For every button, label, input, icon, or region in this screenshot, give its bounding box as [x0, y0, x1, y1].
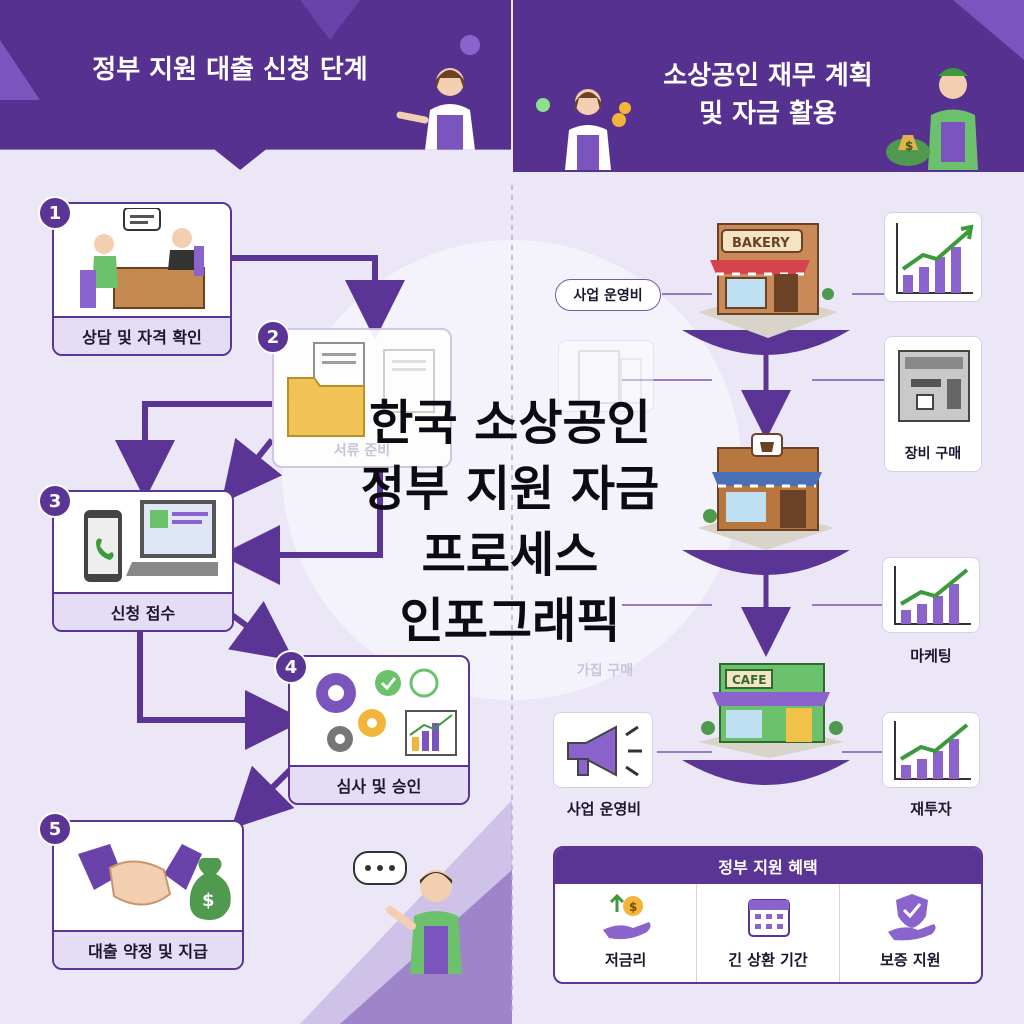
consultation-icon	[80, 208, 205, 309]
cafe-shop-icon: CAFE	[698, 663, 844, 758]
left-banner: 정부 지원 대출 신청 단계	[0, 0, 511, 170]
handshake-money-icon: $	[78, 844, 231, 920]
ghost-doc-tile	[558, 340, 654, 412]
svg-text:$: $	[202, 890, 215, 911]
coffee-shop-icon	[698, 433, 834, 550]
banner-shapes	[0, 0, 480, 100]
usage-equipment-ghost-label: 가집 구매	[576, 663, 634, 679]
growth-chart-tile-3	[882, 712, 980, 788]
step-card-2[interactable]: 서류 준비	[272, 328, 452, 468]
step-4-badge: 4	[274, 650, 308, 684]
equipment-tile[interactable]: 장비 구매	[884, 336, 982, 472]
step-4-label: 심사 및 승인	[290, 765, 468, 803]
benefit-low-interest-label: 저금리	[604, 951, 647, 969]
center-title-line-2: 정부 지원 자금	[360, 461, 660, 517]
presenter-woman-icon	[396, 68, 475, 150]
espresso-machine-icon	[898, 350, 970, 422]
step-3-badge: 3	[38, 484, 72, 518]
benefits-title: 정부 지원 혜택	[555, 848, 981, 884]
growth-chart-icon	[894, 721, 971, 780]
left-header-title: 정부 지원 대출 신청 단계	[92, 55, 368, 85]
growth-chart-tile-1	[884, 212, 982, 302]
step-3-label: 신청 접수	[54, 592, 232, 630]
step-2-badge: 2	[256, 320, 290, 354]
step-card-4[interactable]: 심사 및 승인	[288, 655, 470, 805]
svg-text:$: $	[629, 900, 637, 914]
center-title: 한국 소상공인 정부 지원 자금 프로세스 인포그래픽	[300, 390, 720, 654]
benefit-low-interest: $ 저금리	[555, 884, 698, 982]
center-title-line-1: 한국 소상공인	[369, 395, 651, 451]
right-header-title-line2: 및 자금 활용	[699, 99, 837, 129]
usage-marketing-label: 마케팅	[910, 647, 952, 665]
right-banner: 소상공인 재무 계획 및 자금 활용 $	[513, 0, 1024, 172]
usage-flow-lines	[622, 293, 886, 785]
benefit-long-repayment: 긴 상환 기간	[697, 884, 840, 982]
megaphone-tile	[553, 712, 653, 788]
svg-text:$: $	[905, 139, 913, 153]
documents-folder-icon	[287, 342, 435, 437]
usage-operating-cost-1: 사업 운영비	[555, 279, 661, 311]
step-card-1[interactable]: 상담 및 자격 확인	[52, 202, 232, 356]
right-header-title-line1: 소상공인 재무 계획	[663, 61, 873, 91]
step-flow-arrows	[115, 255, 405, 830]
benefit-guarantee: 보증 지원	[840, 884, 981, 982]
bakery-shop-icon: BAKERY	[698, 223, 838, 338]
growth-chart-tile-2	[882, 557, 980, 633]
shop-owner-man-icon: $	[886, 68, 978, 170]
banner-shapes-right	[536, 0, 1024, 112]
step-1-badge: 1	[38, 196, 72, 230]
benefit-long-repayment-label: 긴 상환 기간	[728, 951, 808, 969]
benefits-panel: 정부 지원 혜택 $ 저금리 긴 상환 기간	[553, 846, 983, 984]
growth-chart-icon	[896, 223, 974, 294]
step-2-label: 서류 준비	[333, 443, 391, 459]
step-card-3[interactable]: 신청 접수	[52, 490, 234, 632]
step-card-5[interactable]: $ 대출 약정 및 지급	[52, 820, 244, 970]
usage-reinvestment-label: 재투자	[910, 800, 952, 818]
pointing-man-icon	[353, 851, 462, 974]
step-1-label: 상담 및 자격 확인	[54, 316, 230, 354]
bakery-sign: BAKERY	[732, 236, 790, 251]
megaphone-icon	[567, 725, 642, 777]
shield-hand-icon	[887, 894, 936, 941]
businesswoman-icon	[565, 89, 631, 170]
center-title-line-3: 프로세스	[421, 527, 599, 583]
hand-coin-icon: $	[603, 893, 651, 940]
step-5-badge: 5	[38, 812, 72, 846]
center-title-line-4: 인포그래픽	[399, 593, 621, 649]
growth-chart-icon	[894, 566, 971, 625]
phone-laptop-icon	[84, 500, 218, 582]
step-5-label: 대출 약정 및 지급	[54, 930, 242, 968]
calendar-icon	[748, 899, 791, 937]
usage-operating-cost-2-label: 사업 운영비	[566, 800, 642, 818]
cafe-sign: CAFE	[732, 673, 767, 687]
benefit-guarantee-label: 보증 지원	[880, 951, 941, 969]
gears-chart-icon	[316, 668, 457, 756]
usage-equipment-label: 장비 구매	[904, 446, 962, 462]
